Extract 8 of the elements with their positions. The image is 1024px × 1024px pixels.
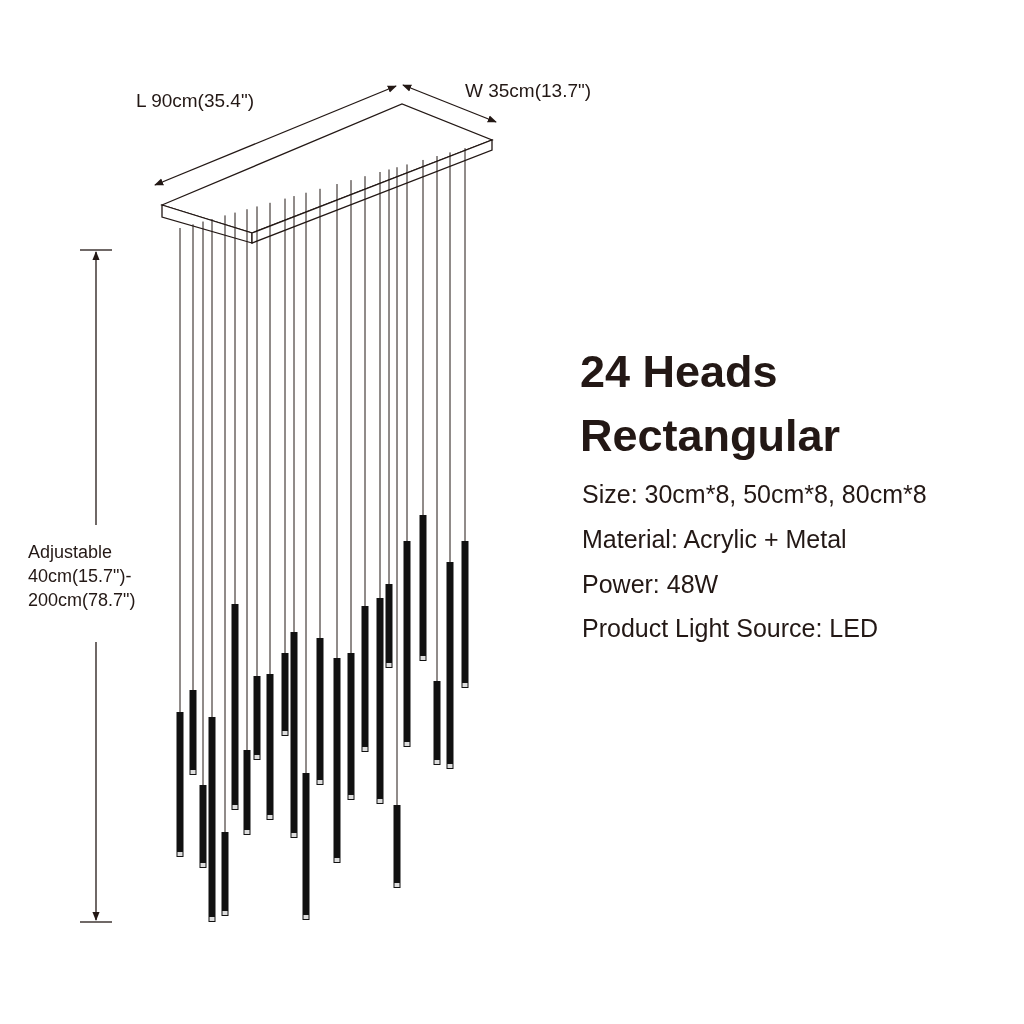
dimension-label: W 35cm(13.7")	[465, 80, 592, 102]
spec-text: Size: 30cm*8, 50cm*8, 80cm*8	[582, 480, 928, 509]
dimension-label: Adjustable 40cm(15.7")- 200cm(78.7")	[28, 541, 137, 612]
spec-text: Material: Acrylic + Metal	[582, 525, 848, 554]
product-title: 24 Heads Rectangular	[580, 345, 842, 463]
spec-text: Product Light Source: LED	[582, 614, 879, 643]
spec-text: Power: 48W	[582, 570, 720, 599]
dimension-label: L 90cm(35.4")	[136, 90, 254, 112]
